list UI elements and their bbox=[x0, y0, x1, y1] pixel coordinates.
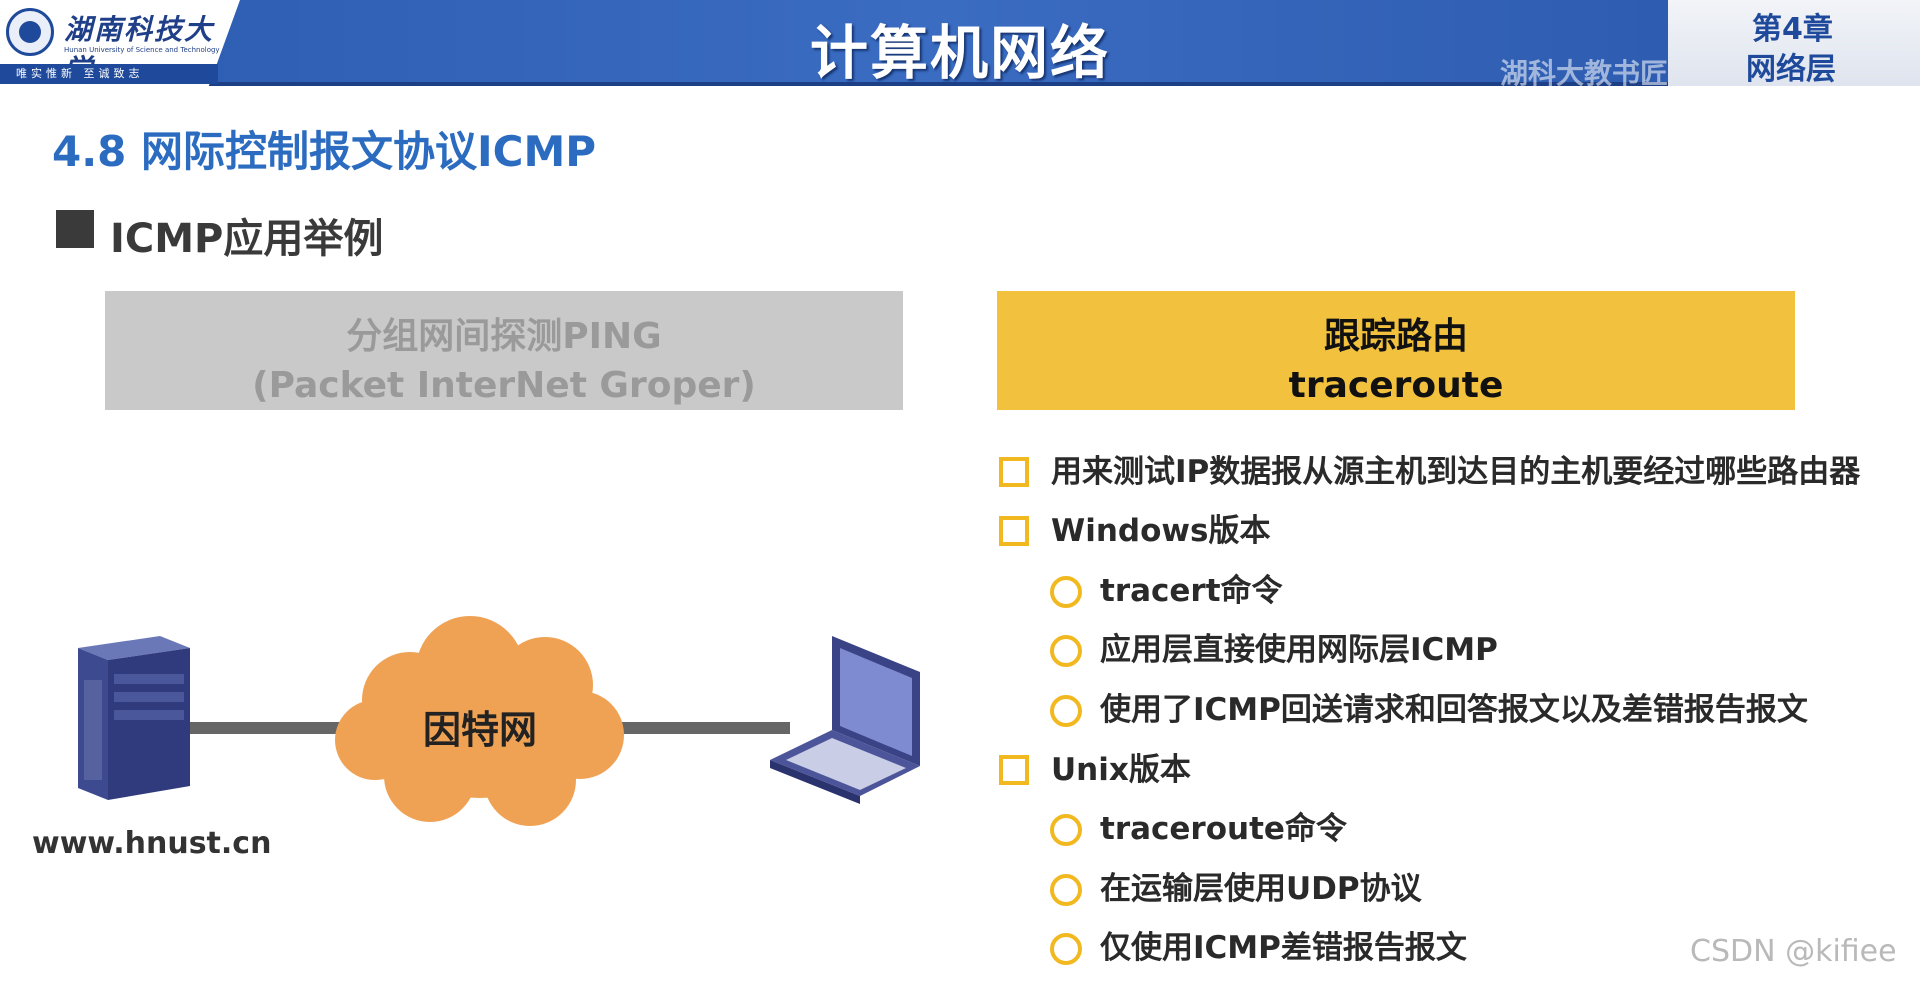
university-emblem-icon bbox=[6, 8, 54, 56]
network-diagram: 因特网 bbox=[78, 616, 920, 826]
chapter-number: 第4章 bbox=[1752, 12, 1833, 47]
subtitle: ICMP应用举例 bbox=[110, 216, 384, 262]
internet-label: 因特网 bbox=[423, 708, 537, 752]
list-item-text: 在运输层使用UDP协议 bbox=[1100, 871, 1422, 907]
slide-header: 湖南科技大学 Hunan University of Science and T… bbox=[0, 0, 1920, 90]
list-item-text: Windows版本 bbox=[1051, 513, 1271, 549]
server-url-label: www.hnust.cn bbox=[32, 826, 272, 861]
list-item-text: 使用了ICMP回送请求和回答报文以及差错报告报文 bbox=[1100, 692, 1808, 728]
ping-expansion: (Packet InterNet Groper) bbox=[252, 365, 756, 406]
ping-heading-box: 分组网间探测PING (Packet InterNet Groper) bbox=[105, 291, 903, 410]
list-item-text: Unix版本 bbox=[1051, 752, 1191, 788]
traceroute-title: 跟踪路由 bbox=[1323, 316, 1468, 357]
university-name-en: Hunan University of Science and Technolo… bbox=[64, 46, 220, 54]
circle-bullet-icon bbox=[1050, 814, 1082, 846]
list-item-text: 用来测试IP数据报从源主机到达目的主机要经过哪些路由器 bbox=[1051, 454, 1861, 490]
chapter-name: 网络层 bbox=[1746, 52, 1836, 87]
list-item-text: 应用层直接使用网际层ICMP bbox=[1100, 632, 1498, 668]
csdn-watermark: CSDN @kifiee bbox=[1690, 934, 1897, 969]
university-motto: 唯实惟新 至诚致志 bbox=[0, 64, 218, 84]
circle-bullet-icon bbox=[1050, 576, 1082, 608]
server-icon bbox=[78, 636, 190, 800]
list-item-text: traceroute命令 bbox=[1100, 811, 1347, 847]
traceroute-command: traceroute bbox=[1288, 365, 1504, 406]
circle-bullet-icon bbox=[1050, 874, 1082, 906]
square-checkbox-icon bbox=[999, 516, 1029, 546]
laptop-icon bbox=[770, 636, 920, 804]
circle-bullet-icon bbox=[1050, 933, 1082, 965]
list-item-text: tracert命令 bbox=[1100, 573, 1283, 609]
circle-bullet-icon bbox=[1050, 695, 1082, 727]
header-watermark: 湖科大教书匠 bbox=[1500, 57, 1669, 90]
chapter-badge bbox=[1668, 0, 1920, 86]
traceroute-heading-box: 跟踪路由 traceroute bbox=[997, 291, 1795, 410]
circle-bullet-icon bbox=[1050, 635, 1082, 667]
section-title: 4.8 网际控制报文协议ICMP bbox=[52, 127, 597, 176]
header-band bbox=[208, 0, 1668, 86]
square-checkbox-icon bbox=[999, 755, 1029, 785]
square-checkbox-icon bbox=[999, 457, 1029, 487]
square-bullet-icon bbox=[56, 210, 94, 248]
internet-cloud-icon bbox=[335, 616, 624, 826]
list-item-text: 仅使用ICMP差错报告报文 bbox=[1100, 930, 1467, 966]
course-title: 计算机网络 bbox=[809, 19, 1110, 87]
ping-title: 分组网间探测PING bbox=[346, 316, 662, 357]
